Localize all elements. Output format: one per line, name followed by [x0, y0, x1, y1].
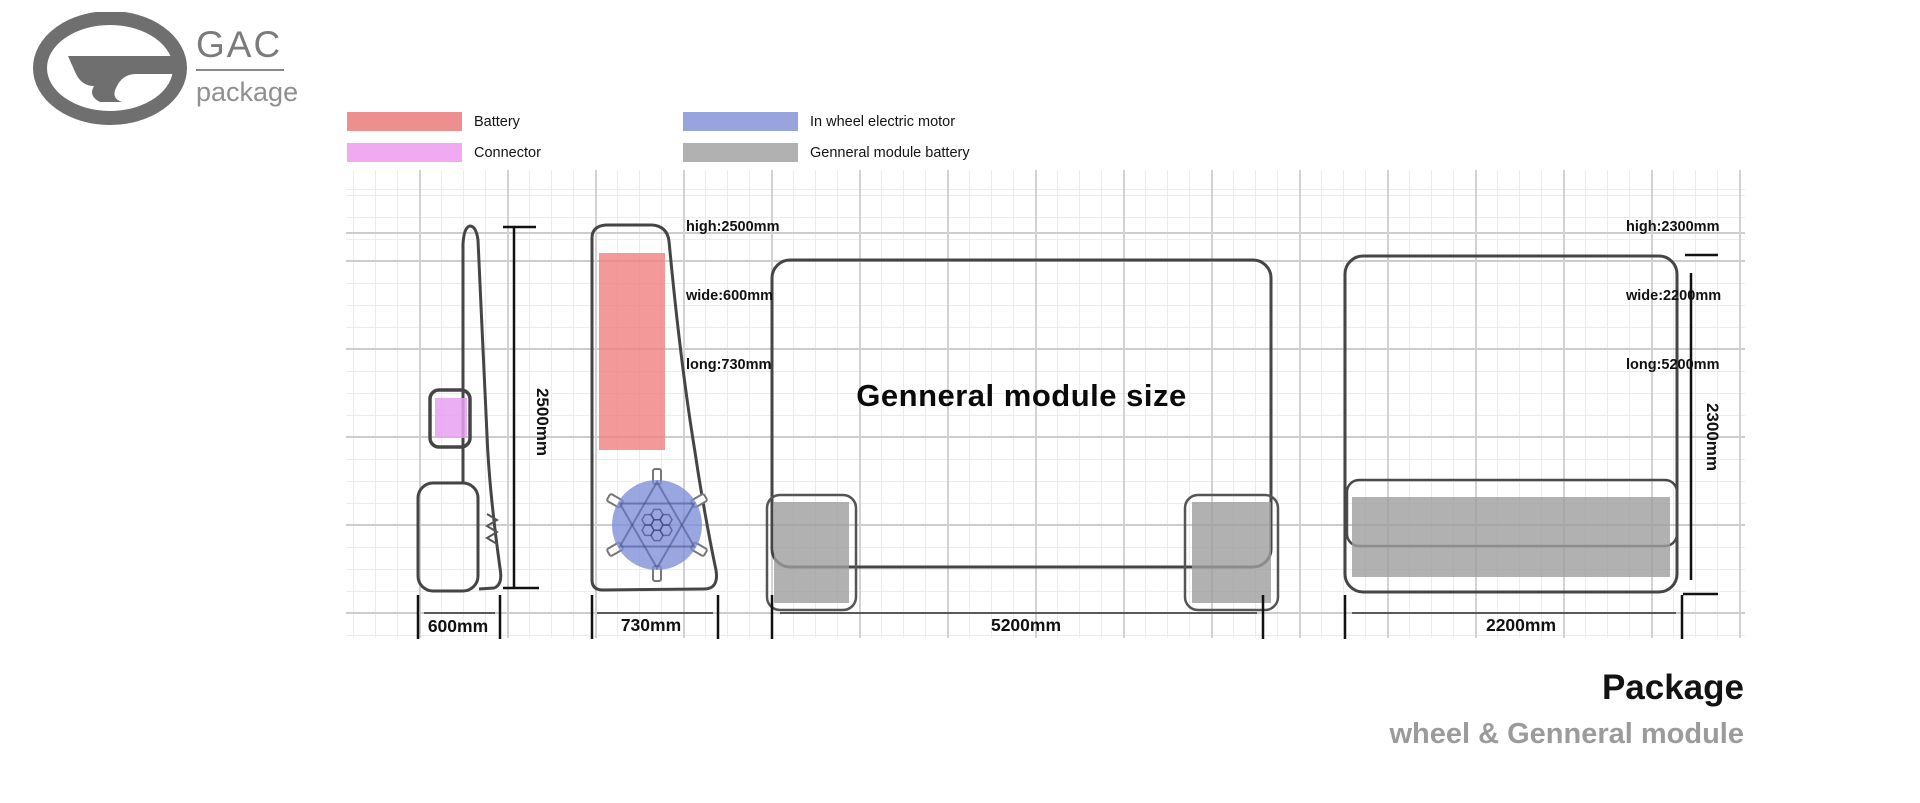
wheel-module-specs: high:2500mm wide:600mm long:730mm [686, 170, 779, 400]
dim-2300mm-label: 2300mm [1703, 402, 1722, 472]
dim-2500mm-label: 2500mm [533, 387, 552, 457]
legend-label: Connector [474, 144, 541, 161]
legend-label: Genneral module battery [810, 144, 970, 161]
spec-line: high:2500mm [686, 219, 780, 235]
in-wheel-motor-swatch [683, 112, 798, 131]
page-title: Package [1601, 668, 1744, 707]
brand-text: GAC package [196, 26, 298, 108]
spec-line: wide:600mm [686, 288, 774, 304]
dim-730mm-label: 730mm [620, 615, 682, 635]
brand-underline [196, 69, 284, 71]
gac-logo-icon [33, 11, 187, 125]
legend-item-connector: Connector [347, 143, 541, 162]
legend-item-motor: In wheel electric motor [683, 112, 955, 131]
spec-line: long:5200mm [1626, 357, 1720, 373]
spec-line: high:2300mm [1626, 219, 1720, 235]
legend-label: In wheel electric motor [810, 113, 956, 130]
dim-5200mm-label: 5200mm [990, 615, 1062, 635]
dim-600mm-label: 600mm [427, 616, 489, 636]
legend-item-module-battery: Genneral module battery [683, 143, 970, 162]
genneral-module-size-title: Genneral module size [856, 378, 1187, 413]
genneral-module-specs: high:2300mm wide:2200mm long:5200mm [1626, 170, 1721, 400]
legend-item-battery: Battery [347, 112, 520, 131]
connector-swatch [347, 143, 462, 162]
brand-name: GAC [196, 24, 283, 65]
page-subtitle: wheel & Genneral module [1389, 718, 1744, 750]
brand-subtitle: package [196, 77, 299, 107]
spec-line: long:730mm [686, 357, 772, 373]
battery-swatch [347, 112, 462, 131]
module-battery-swatch [683, 143, 798, 162]
dim-2200mm-label: 2200mm [1485, 615, 1557, 635]
spec-line: wide:2200mm [1626, 288, 1722, 304]
legend-label: Battery [474, 113, 520, 130]
brand-block [30, 11, 190, 132]
